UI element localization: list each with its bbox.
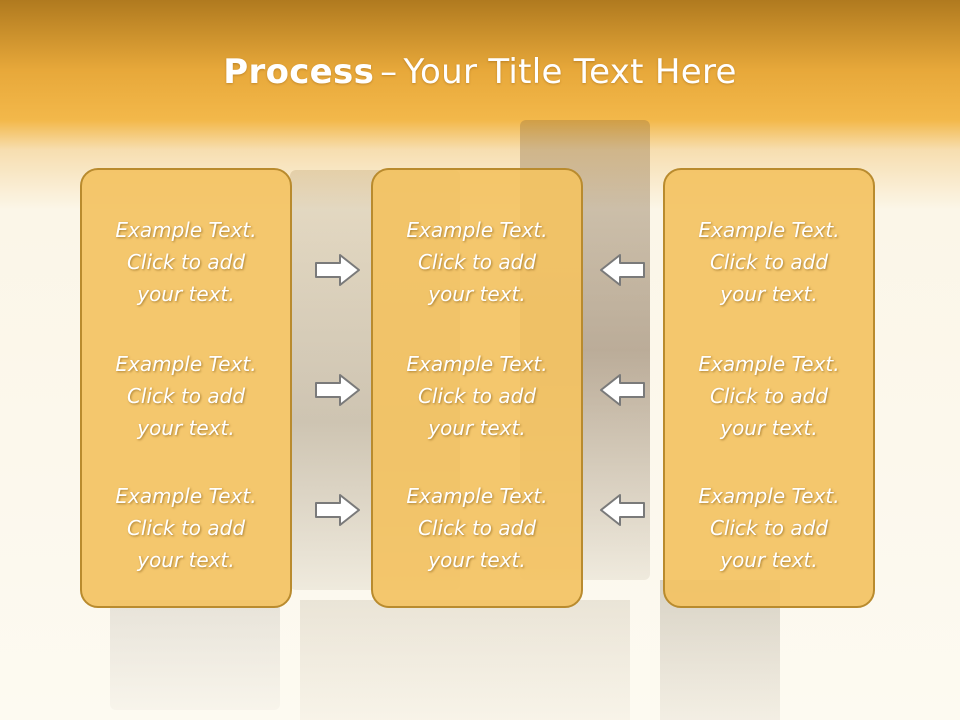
arrow-left-icon[interactable] bbox=[598, 372, 646, 408]
text-line: Example Text. bbox=[698, 484, 840, 508]
text-line: Example Text. bbox=[406, 484, 548, 508]
text-line: Click to add bbox=[126, 516, 246, 540]
text-line: your text. bbox=[137, 282, 235, 306]
text-placeholder[interactable]: Example Text. Click to add your text. bbox=[373, 214, 581, 310]
text-placeholder[interactable]: Example Text. Click to add your text. bbox=[373, 480, 581, 576]
text-line: Click to add bbox=[417, 384, 537, 408]
title-bold: Process bbox=[223, 52, 375, 92]
text-line: your text. bbox=[428, 282, 526, 306]
text-placeholder[interactable]: Example Text. Click to add your text. bbox=[665, 214, 873, 310]
text-placeholder[interactable]: Example Text. Click to add your text. bbox=[373, 348, 581, 444]
text-line: your text. bbox=[720, 548, 818, 572]
text-line: Example Text. bbox=[115, 484, 257, 508]
text-placeholder[interactable]: Example Text. Click to add your text. bbox=[82, 480, 290, 576]
process-box-right[interactable]: Example Text. Click to add your text. Ex… bbox=[663, 168, 875, 608]
title-dash: – bbox=[380, 52, 398, 92]
arrow-right-icon[interactable] bbox=[314, 372, 362, 408]
text-placeholder[interactable]: Example Text. Click to add your text. bbox=[82, 348, 290, 444]
text-line: Example Text. bbox=[115, 352, 257, 376]
process-box-left[interactable]: Example Text. Click to add your text. Ex… bbox=[80, 168, 292, 608]
text-line: Example Text. bbox=[406, 218, 548, 242]
text-line: your text. bbox=[428, 548, 526, 572]
slide-title[interactable]: Process–Your Title Text Here bbox=[0, 52, 960, 92]
text-line: your text. bbox=[720, 282, 818, 306]
text-line: Example Text. bbox=[698, 218, 840, 242]
arrow-left-icon[interactable] bbox=[598, 252, 646, 288]
text-line: your text. bbox=[428, 416, 526, 440]
text-line: Example Text. bbox=[698, 352, 840, 376]
arrow-right-icon[interactable] bbox=[314, 492, 362, 528]
background-glass-reflection bbox=[110, 600, 280, 710]
text-line: Example Text. bbox=[115, 218, 257, 242]
arrow-left-icon[interactable] bbox=[598, 492, 646, 528]
process-box-center[interactable]: Example Text. Click to add your text. Ex… bbox=[371, 168, 583, 608]
text-placeholder[interactable]: Example Text. Click to add your text. bbox=[82, 214, 290, 310]
text-line: Click to add bbox=[709, 250, 829, 274]
text-line: Click to add bbox=[417, 516, 537, 540]
text-line: Example Text. bbox=[406, 352, 548, 376]
text-placeholder[interactable]: Example Text. Click to add your text. bbox=[665, 348, 873, 444]
text-line: your text. bbox=[137, 548, 235, 572]
text-placeholder[interactable]: Example Text. Click to add your text. bbox=[665, 480, 873, 576]
text-line: your text. bbox=[720, 416, 818, 440]
text-line: Click to add bbox=[126, 250, 246, 274]
background-glass-reflection bbox=[300, 600, 630, 720]
text-line: Click to add bbox=[709, 516, 829, 540]
text-line: Click to add bbox=[417, 250, 537, 274]
title-text: Your Title Text Here bbox=[403, 52, 737, 92]
text-line: Click to add bbox=[126, 384, 246, 408]
arrow-right-icon[interactable] bbox=[314, 252, 362, 288]
text-line: Click to add bbox=[709, 384, 829, 408]
text-line: your text. bbox=[137, 416, 235, 440]
